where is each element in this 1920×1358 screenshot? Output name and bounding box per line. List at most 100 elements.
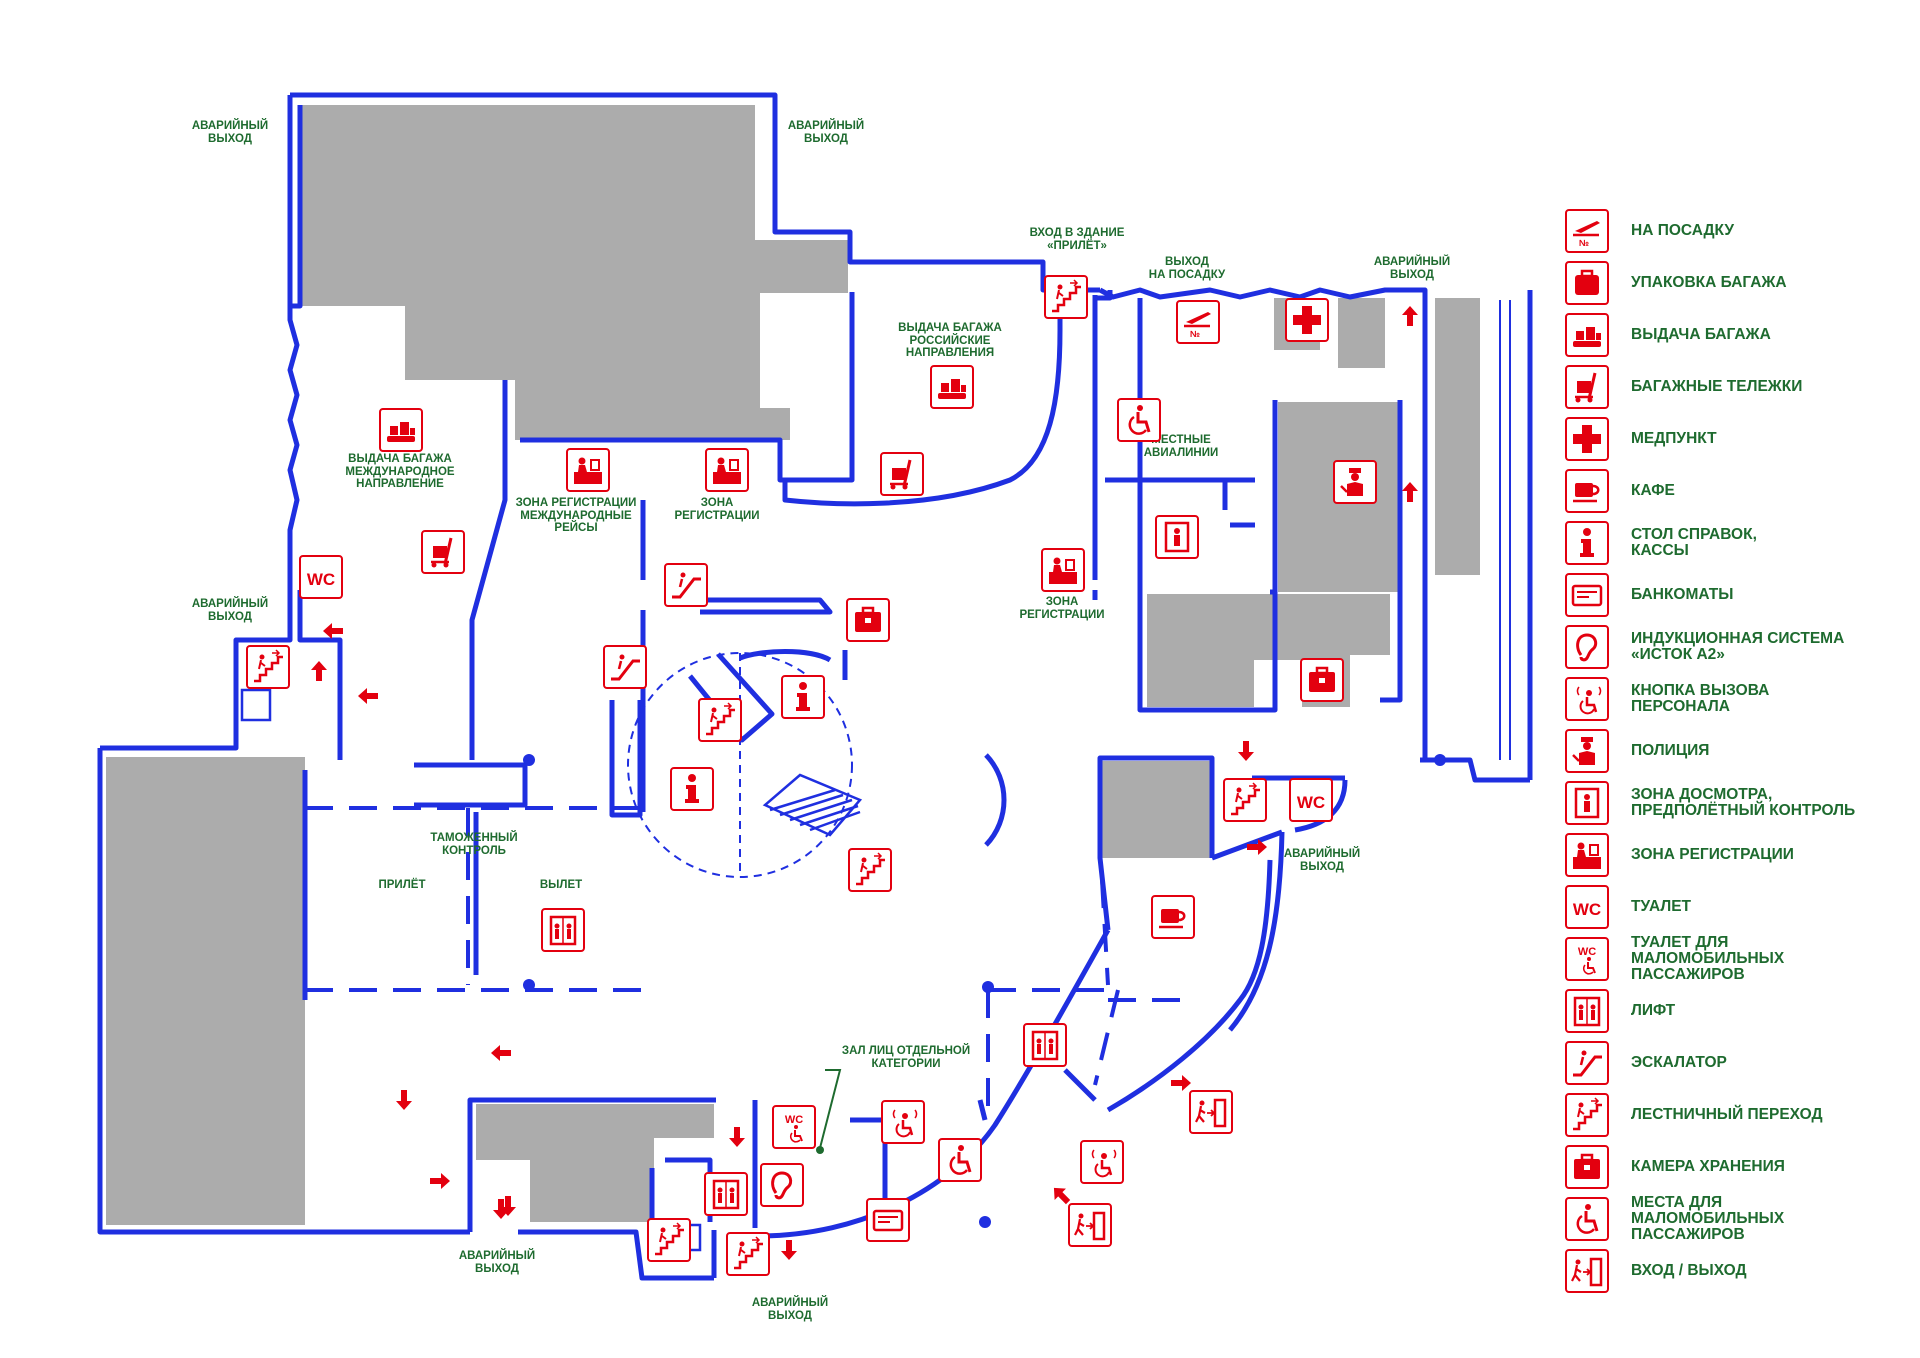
sign-checkin-icon [566,448,610,492]
legend-item: ВХОД / ВЫХОД [1565,1248,1747,1294]
direction-arrow-icon [488,1040,514,1066]
rotunda-outline [627,652,853,878]
vip-leader-line [819,1069,842,1149]
atm-icon [1565,573,1609,617]
sign-atm-icon [866,1198,910,1242]
legend-label: МЕДПУНКТ [1631,430,1717,447]
legend-item: ЗОНА ДОСМОТРА,ПРЕДПОЛЁТНЫЙ КОНТРОЛЬ [1565,780,1855,826]
floor-plan [97,92,1533,1281]
legend-label: КАМЕРА ХРАНЕНИЯ [1631,1158,1785,1175]
legend-item: СТОЛ СПРАВОК,КАССЫ [1565,520,1757,566]
direction-arrow-icon [488,1196,514,1222]
escalator-icon [1565,1041,1609,1085]
label-arrival: ПРИЛЁТ [378,879,426,891]
legend-label: СТОЛ СПРАВОК,КАССЫ [1631,526,1757,559]
svg-text:WC: WC [1573,900,1601,919]
sign-escalator-icon [603,645,647,689]
legend-item: ИНДУКЦИОННАЯ СИСТЕМА«ИСТОК А2» [1565,624,1844,670]
sign-wc-icon: WC [1289,778,1333,822]
svg-text:WC: WC [785,1114,803,1126]
svg-text:№: № [1190,329,1200,339]
legend-item: ЛЕСТНИЧНЫЙ ПЕРЕХОД [1565,1092,1823,1138]
sign-wc-accessible-icon: WC [772,1105,816,1149]
sign-luggage-storage-icon [1300,658,1344,702]
sign-hearing-loop-icon [760,1163,804,1207]
legend-item: ВЫДАЧА БАГАЖА [1565,312,1771,358]
legend-label: ЛИФТ [1631,1002,1676,1019]
sign-stairs-icon [848,848,892,892]
sign-stairs-icon [246,645,290,689]
hearing-loop-icon [1565,625,1609,669]
sign-info-icon [670,767,714,811]
legend-item: КАФЕ [1565,468,1675,514]
legend-item: ЭСКАЛАТОР [1565,1040,1727,1086]
baggage-trolley-icon [1565,365,1609,409]
legend-item: МЕДПУНКТ [1565,416,1717,462]
sign-baggage-trolley-icon [421,530,465,574]
sign-elevator-icon [704,1172,748,1216]
svg-text:WC: WC [307,570,335,589]
svg-text:№: № [1579,238,1589,248]
sign-security-check-icon [1155,515,1199,559]
direction-arrow-icon [495,1193,521,1219]
sign-call-button-icon [1080,1140,1124,1184]
direction-arrow-icon [306,658,332,684]
sign-cafe-icon [1151,895,1195,939]
legend-item: WC ТУАЛЕТ [1565,884,1691,930]
direction-arrow-icon [1048,1182,1074,1208]
legend-label: УПАКОВКА БАГАЖА [1631,274,1787,291]
legend-label: ВХОД / ВЫХОД [1631,1262,1747,1279]
direction-arrow-icon [320,618,346,644]
info-icon [1565,521,1609,565]
sign-entry-exit-icon [1189,1090,1233,1134]
legend-label: БАНКОМАТЫ [1631,586,1734,603]
legend-item: ЛИФТ [1565,988,1675,1034]
sign-first-aid-icon [1285,298,1329,342]
legend-label: ПОЛИЦИЯ [1631,742,1710,759]
wc-icon: WC [1565,885,1609,929]
label-entrance-arrival: ВХОД В ЗДАНИЕ«ПРИЛЁТ» [1029,227,1125,252]
direction-arrow-icon [391,1087,417,1113]
sign-stairs-icon [647,1218,691,1262]
legend-item: ПОЛИЦИЯ [1565,728,1709,774]
stairs-icon [1565,1093,1609,1137]
security-check-icon [1565,781,1609,825]
wc-accessible-icon: WC [1565,937,1609,981]
elevator-icon [1565,989,1609,1033]
sign-baggage-claim-icon [930,365,974,409]
boundary-lines [305,806,1182,1120]
legend-item: УПАКОВКА БАГАЖА [1565,260,1787,306]
accessible-seating-icon [1565,1197,1609,1241]
baggage-packing-icon [1565,261,1609,305]
legend-item: БАНКОМАТЫ [1565,572,1733,618]
direction-arrow-icon [1168,1070,1194,1096]
label-departure: ВЫЛЕТ [539,879,583,891]
sign-stairs-icon [1044,275,1088,319]
direction-arrow-icon [1233,738,1259,764]
stair-hatching [240,688,863,1252]
legend-item: КАМЕРА ХРАНЕНИЯ [1565,1144,1785,1190]
direction-arrow-icon [1397,479,1423,505]
call-button-icon [1565,677,1609,721]
direction-arrow-icon [1397,303,1423,329]
sign-baggage-claim-icon [379,408,423,452]
direction-arrow-icon [1244,834,1270,860]
legend-label: ТУАЛЕТ [1631,898,1692,915]
direction-arrow-icon [427,1168,453,1194]
first-aid-icon [1565,417,1609,461]
